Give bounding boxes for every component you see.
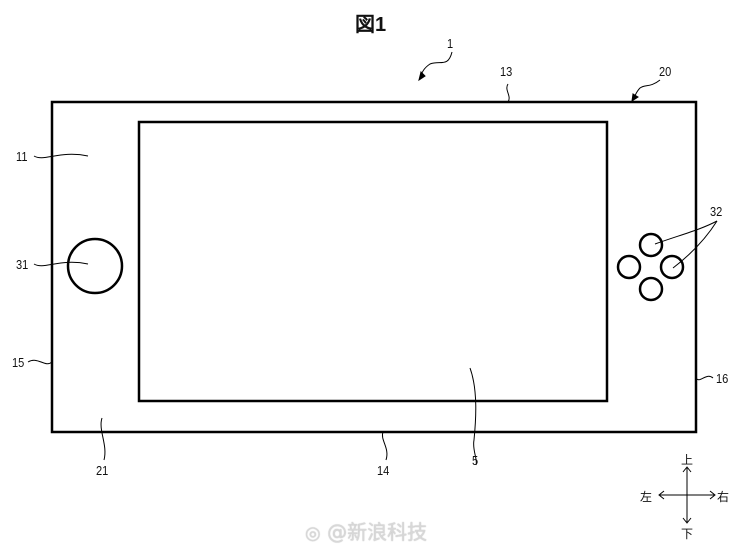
label-left-region: 11 xyxy=(16,149,28,164)
watermark-text: @新浪科技 xyxy=(327,520,428,544)
left-stick-button xyxy=(66,237,124,295)
label-bottom-edge: 14 xyxy=(377,463,390,478)
direction-down: 下 xyxy=(681,527,694,541)
watermark: ◎ @新浪科技 xyxy=(305,516,427,545)
direction-indicator xyxy=(658,466,716,524)
right-button-cluster xyxy=(616,232,685,302)
label-corner: 20 xyxy=(659,64,672,79)
figure-title: 図1 xyxy=(355,14,387,36)
label-top-edge: 13 xyxy=(500,64,513,79)
direction-right: 右 xyxy=(717,490,730,504)
weibo-logo-icon: ◎ xyxy=(305,523,321,544)
label-device: 1 xyxy=(447,36,454,51)
device-body xyxy=(50,100,698,434)
label-bottom-left: 21 xyxy=(96,463,109,478)
label-screen: 5 xyxy=(472,453,479,468)
label-right-edge: 16 xyxy=(716,371,729,386)
label-left-edge: 15 xyxy=(12,355,25,370)
label-right-buttons: 32 xyxy=(710,204,723,219)
direction-left: 左 xyxy=(640,490,653,504)
label-left-button: 31 xyxy=(16,257,29,272)
screen xyxy=(137,120,609,403)
direction-up: 上 xyxy=(681,453,694,467)
